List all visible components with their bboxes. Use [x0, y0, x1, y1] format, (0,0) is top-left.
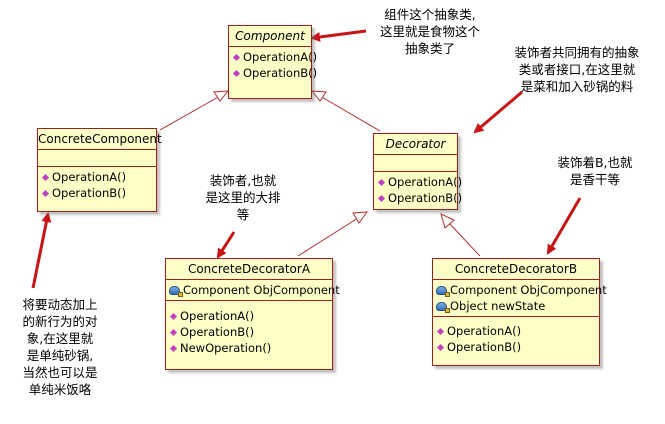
note-line: 是单纯砂锅,: [26, 348, 94, 363]
operation-icon: [436, 327, 445, 335]
note-line: 当然也可以是: [22, 365, 98, 380]
note-line: 象,在这里就: [26, 331, 94, 346]
note-line: 抽象类了: [404, 41, 455, 56]
operation-icon: [232, 53, 241, 61]
note-line: 装饰者共同拥有的抽象: [514, 45, 640, 60]
class-concrete-decorator-a[interactable]: ConcreteDecoratorA Component ObjComponen…: [165, 258, 340, 370]
operation-label: OperationB(): [388, 191, 463, 205]
operation-row[interactable]: NewOperation(): [169, 340, 332, 356]
operation-label: OperationA(): [447, 324, 522, 338]
class-name: Component: [229, 26, 311, 47]
annotation-arrow-decorator-a: [216, 231, 236, 259]
attribute-icon: [436, 285, 450, 297]
note-line: 是香干等: [569, 172, 620, 187]
operation-icon: [377, 194, 386, 202]
annotation-arrow-component: [310, 29, 367, 42]
attribute-label: Component ObjComponent: [450, 283, 607, 297]
operation-icon: [169, 344, 178, 352]
inheritance-decoratora-to-decorator: [297, 211, 369, 257]
operation-label: OperationB(): [447, 340, 522, 354]
note-line: 组件这个抽象类,: [384, 7, 476, 22]
note-line: 是这里的大排: [205, 190, 281, 205]
annotation-arrow-decorator: [473, 90, 523, 134]
operation-row[interactable]: OperationB(): [169, 324, 332, 340]
class-component[interactable]: Component OperationA() OperationB(): [228, 25, 317, 99]
attributes-section: Component ObjComponent: [166, 280, 340, 301]
note-decorator-a: 装饰者,也就 是这里的大排 等: [188, 172, 298, 223]
operation-row[interactable]: OperationA(): [232, 49, 317, 65]
note-line: 这里就是食物这个: [379, 24, 480, 39]
note-decorator-b: 装饰着B,也就 是香干等: [538, 154, 652, 188]
operation-row[interactable]: OperationB(): [41, 185, 156, 201]
note-concrete-component: 将要动态加上 的新行为的对 象,在这里就 是单纯砂锅, 当然也可以是 单纯米饭咯: [4, 296, 116, 398]
operation-row[interactable]: OperationA(): [41, 169, 156, 185]
note-line: 装饰者,也就: [209, 173, 277, 188]
note-line: 类或者接口,在这里就: [518, 62, 636, 77]
operation-row[interactable]: OperationB(): [436, 339, 599, 355]
operation-row[interactable]: OperationA(): [436, 323, 599, 339]
attribute-label: Object newState: [450, 299, 546, 313]
note-line: 装饰着B,也就: [557, 155, 633, 170]
attributes-section: [374, 155, 457, 172]
operation-icon: [232, 69, 241, 77]
attribute-icon: [436, 301, 450, 313]
class-name: ConcreteDecoratorB: [433, 259, 599, 280]
annotation-arrow-concrete-component: [31, 212, 52, 289]
operation-row[interactable]: OperationA(): [377, 174, 462, 190]
note-line: 单纯米饭咯: [28, 382, 92, 397]
note-line: 的新行为的对: [22, 314, 98, 329]
operation-icon: [169, 312, 178, 320]
operation-icon: [169, 328, 178, 336]
inheritance-decoratorb-to-decorator: [440, 213, 481, 257]
operation-row[interactable]: OperationB(): [377, 190, 462, 206]
note-line: 将要动态加上: [22, 297, 98, 312]
operation-label: OperationB(): [52, 186, 127, 200]
operation-label: OperationA(): [388, 175, 463, 189]
operation-row[interactable]: OperationB(): [232, 65, 317, 81]
attribute-row[interactable]: Component ObjComponent: [169, 282, 340, 298]
class-concrete-component[interactable]: ConcreteComponent OperationA() Operation…: [37, 128, 162, 212]
class-name: ConcreteComponent: [38, 129, 162, 150]
operation-row[interactable]: OperationA(): [169, 308, 332, 324]
operation-icon: [377, 178, 386, 186]
operations-section: OperationA() OperationB() NewOperation(): [166, 301, 332, 358]
note-line: 等: [236, 207, 250, 222]
note-decorator: 装饰者共同拥有的抽象 类或者接口,在这里就 是菜和加入砂锅的料: [494, 44, 660, 95]
operations-section: OperationA() OperationB(): [229, 47, 317, 83]
attribute-row[interactable]: Object newState: [436, 298, 599, 314]
class-name: ConcreteDecoratorA: [166, 259, 332, 280]
operation-label: OperationA(): [180, 309, 255, 323]
attribute-row[interactable]: Component ObjComponent: [436, 282, 607, 298]
operation-label: OperationA(): [52, 170, 127, 184]
note-component: 组件这个抽象类, 这里就是食物这个 抽象类了: [368, 6, 492, 57]
operation-icon: [436, 343, 445, 351]
annotation-arrow-decorator-b: [546, 197, 582, 255]
attributes-section: Component ObjComponent Object newState: [433, 280, 607, 317]
operation-icon: [41, 173, 50, 181]
attribute-icon: [169, 285, 183, 297]
operations-section: OperationA() OperationB(): [433, 317, 599, 357]
operations-section: OperationA() OperationB(): [38, 167, 156, 203]
inheritance-decorator-to-component: [310, 90, 381, 132]
class-decorator[interactable]: Decorator OperationA() OperationB(): [373, 133, 462, 210]
operation-label: OperationB(): [180, 325, 255, 339]
operation-icon: [41, 189, 50, 197]
note-line: 是菜和加入砂锅的料: [520, 79, 634, 94]
class-concrete-decorator-b[interactable]: ConcreteDecoratorB Component ObjComponen…: [432, 258, 607, 366]
operation-label: NewOperation(): [180, 341, 272, 355]
attribute-label: Component ObjComponent: [183, 283, 340, 297]
attributes-section: [38, 150, 156, 167]
operation-label: OperationA(): [243, 50, 318, 64]
inheritance-concretecomponent-to-component: [159, 90, 230, 131]
operation-label: OperationB(): [243, 66, 318, 80]
class-name: Decorator: [374, 134, 457, 155]
operations-section: OperationA() OperationB(): [374, 172, 462, 208]
